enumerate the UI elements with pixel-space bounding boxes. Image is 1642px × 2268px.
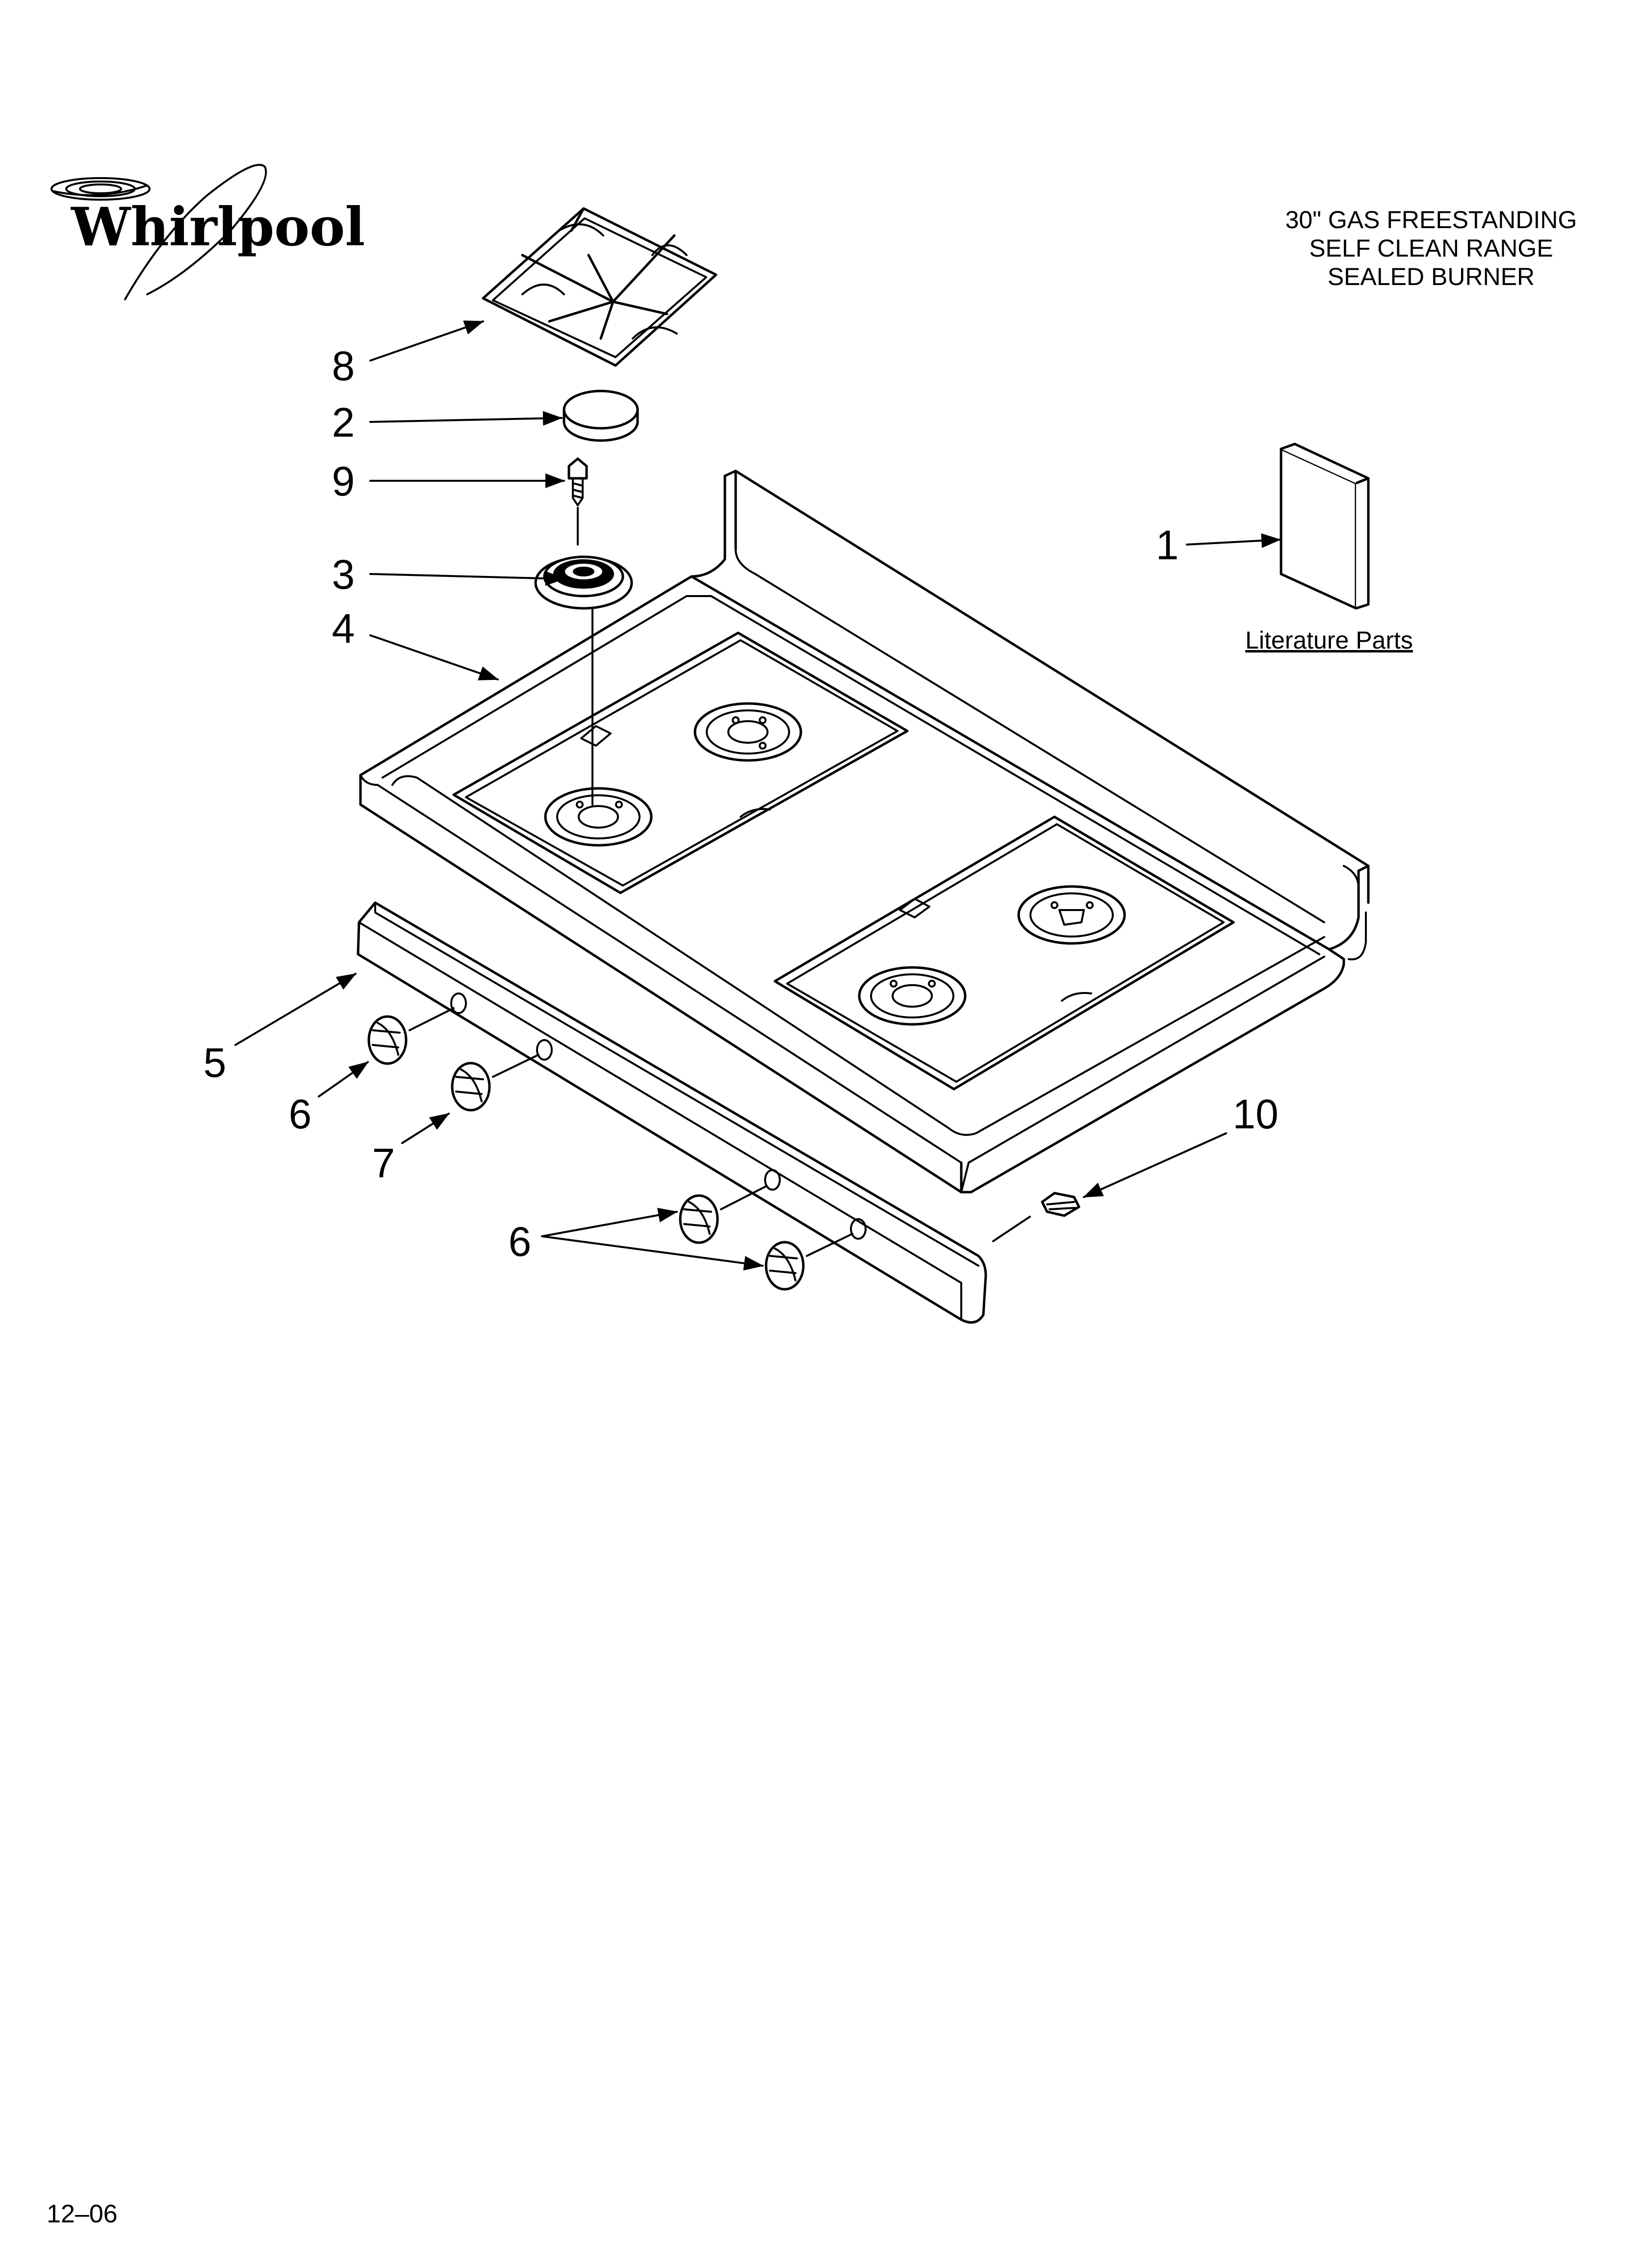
knob-right-2 bbox=[765, 1233, 853, 1291]
title-line-3: SEALED BURNER bbox=[1328, 263, 1535, 290]
callout-9: 9 bbox=[332, 458, 355, 504]
whirlpool-logo: Whirlpool bbox=[51, 164, 365, 300]
callout-1: 1 bbox=[1156, 522, 1179, 568]
callout-6-left: 6 bbox=[289, 1091, 312, 1137]
whirlpool-swirl-logo-icon bbox=[51, 164, 267, 300]
callout-8: 8 bbox=[332, 343, 355, 389]
callout-3: 3 bbox=[332, 551, 355, 598]
control-panel-icon bbox=[357, 901, 987, 1324]
title-line-1: 30" GAS FREESTANDING bbox=[1285, 206, 1577, 234]
literature-book-icon bbox=[1280, 443, 1370, 610]
callout-5: 5 bbox=[204, 1040, 227, 1086]
left-rear-burner-well bbox=[693, 702, 802, 762]
burner-grate-icon bbox=[482, 207, 718, 367]
knob-left-1 bbox=[367, 1007, 455, 1065]
date-code: 12–06 bbox=[47, 2200, 118, 2228]
callout-2: 2 bbox=[332, 399, 355, 445]
burner-cap-icon bbox=[563, 390, 639, 442]
right-burner-pan bbox=[773, 815, 1235, 1091]
left-burner-pan bbox=[452, 631, 909, 894]
right-rear-burner-well bbox=[1017, 885, 1126, 945]
brand-logo-text: Whirlpool bbox=[71, 196, 365, 258]
callout-leaders bbox=[234, 320, 1281, 1271]
callout-4: 4 bbox=[332, 605, 355, 652]
burner-base-icon bbox=[534, 555, 633, 806]
callout-10: 10 bbox=[1232, 1091, 1278, 1137]
cooktop-icon bbox=[359, 469, 1370, 1194]
literature-parts-label: Literature Parts bbox=[1245, 626, 1413, 654]
knob-left-2 bbox=[451, 1054, 539, 1112]
right-front-burner-well bbox=[858, 966, 967, 1026]
callout-6-right: 6 bbox=[509, 1219, 532, 1265]
screw-icon bbox=[567, 457, 588, 546]
knob-right-1 bbox=[679, 1185, 767, 1244]
title-line-2: SELF CLEAN RANGE bbox=[1309, 235, 1553, 262]
panel-screw-icon bbox=[992, 1192, 1080, 1242]
callout-7: 7 bbox=[372, 1140, 395, 1186]
knob-icon bbox=[367, 1007, 853, 1291]
diagram-title: 30" GAS FREESTANDING SELF CLEAN RANGE SE… bbox=[1285, 206, 1577, 290]
left-front-burner-well bbox=[544, 787, 653, 847]
